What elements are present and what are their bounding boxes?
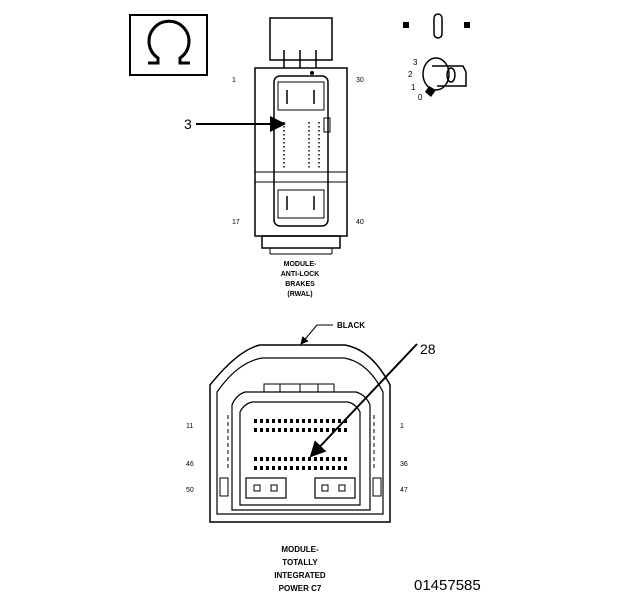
top-pin-label-30: 30 xyxy=(356,77,364,84)
bottom-caption-line-2: TOTALLY xyxy=(282,558,318,567)
bottom-caption-line-1: MODULE- xyxy=(281,545,319,554)
top-caption-line-1: MODULE- xyxy=(284,261,317,268)
bottom-pin-label-11: 11 xyxy=(186,423,193,430)
top-pin-label-17: 17 xyxy=(232,219,240,226)
ignition-positions-icon xyxy=(403,13,470,39)
bottom-pin-label-36: 36 xyxy=(400,461,408,468)
ohm-symbol-icon xyxy=(129,14,208,76)
bottom-connector xyxy=(209,344,391,523)
bottom-caption-line-3: INTEGRATED xyxy=(274,571,326,580)
ignition-position-0: 0 xyxy=(418,93,423,102)
black-label-leader-diagonal xyxy=(300,324,318,345)
bottom-pin-label-47: 47 xyxy=(400,487,408,494)
top-pin-label-40: 40 xyxy=(356,219,364,226)
top-connector xyxy=(254,17,348,255)
bottom-pin-label-1: 1 xyxy=(400,423,404,430)
ignition-position-1: 1 xyxy=(411,83,416,92)
callout-28-leader xyxy=(309,343,418,458)
callout-28-label: 28 xyxy=(420,341,436,357)
ignition-position-3: 3 xyxy=(413,58,418,67)
bottom-caption-line-4: POWER C7 xyxy=(279,584,322,593)
ignition-key-icon xyxy=(422,57,467,97)
ignition-position-2: 2 xyxy=(408,70,413,79)
document-number: 01457585 xyxy=(414,577,481,594)
top-pin-label-1: 1 xyxy=(232,77,236,84)
callout-3-label: 3 xyxy=(184,116,192,132)
top-caption-line-2: ANTI-LOCK xyxy=(281,271,320,278)
bottom-pin-label-46: 46 xyxy=(186,461,194,468)
top-caption-line-4: (RWAL) xyxy=(287,291,312,298)
top-caption-line-3: BRAKES xyxy=(285,281,315,288)
bottom-pin-label-50: 50 xyxy=(186,487,194,494)
connector-color-label: BLACK xyxy=(337,321,365,330)
